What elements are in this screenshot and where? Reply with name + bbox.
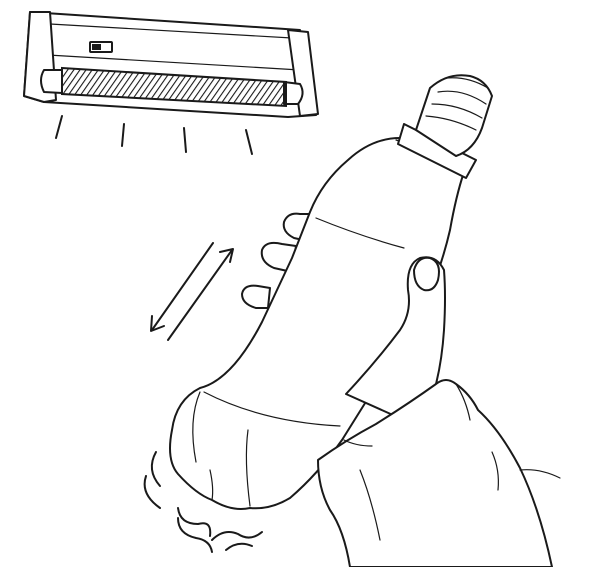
tube-left-socket bbox=[41, 70, 62, 93]
light-rays bbox=[56, 116, 252, 154]
shake-arrows bbox=[151, 243, 233, 340]
uv-lamp bbox=[24, 12, 318, 154]
finger-lower bbox=[242, 286, 270, 308]
thumbnail bbox=[414, 258, 439, 291]
